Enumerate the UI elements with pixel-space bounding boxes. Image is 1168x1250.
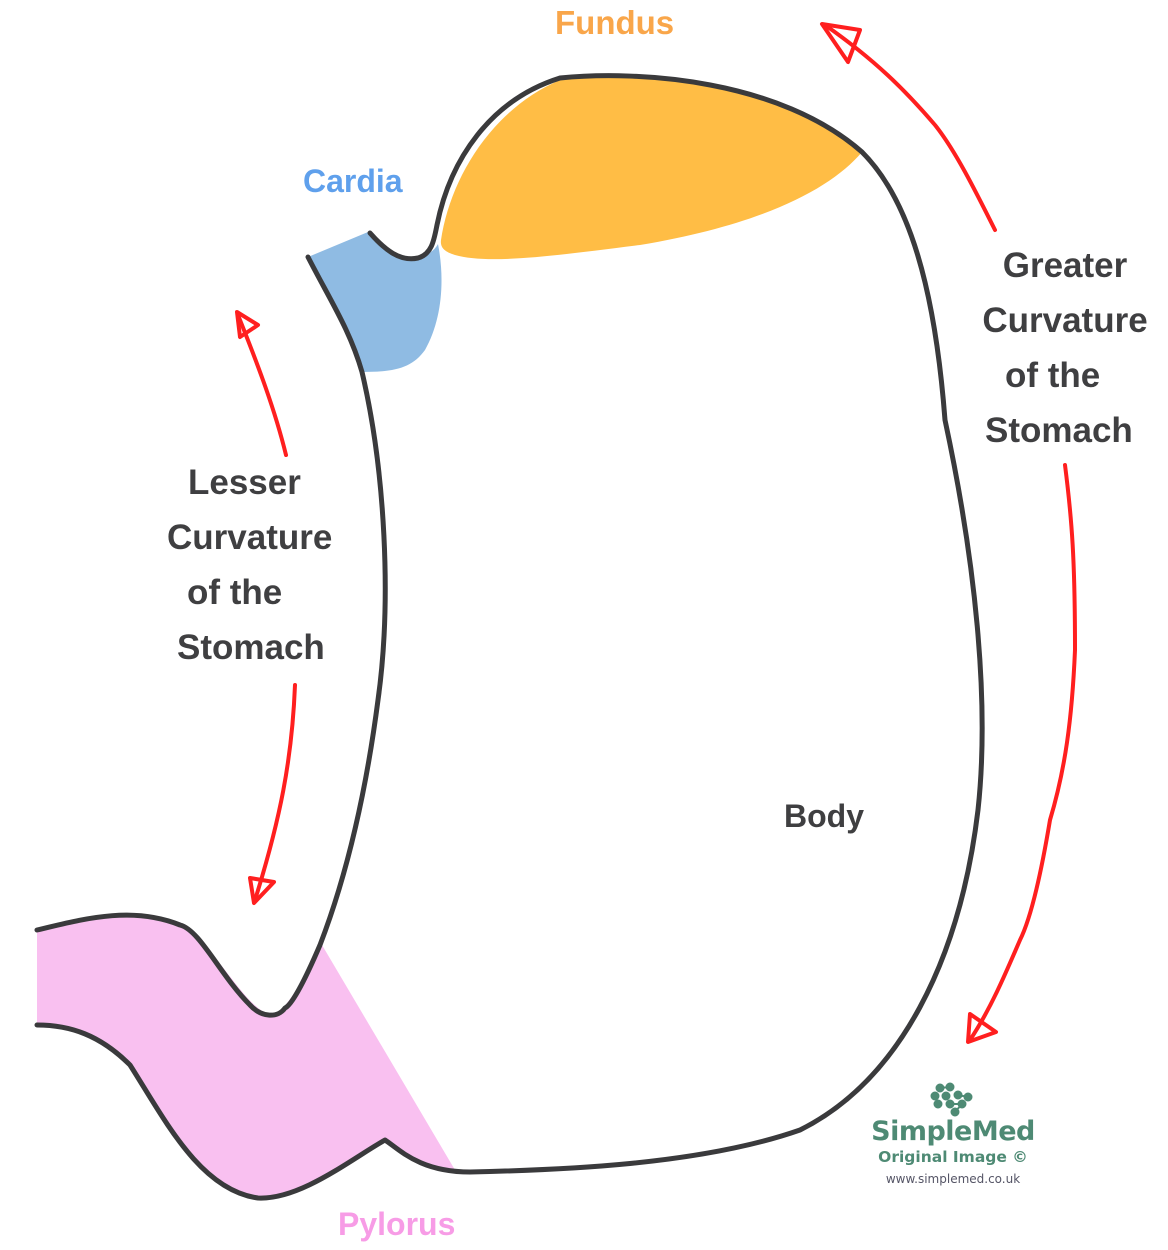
- pylorus-label: Pylorus: [338, 1206, 456, 1242]
- molecule-dots-icon: [930, 1082, 973, 1117]
- lesser-curvature-line-4: Stomach: [177, 628, 325, 667]
- greater-curvature-line-1: Greater: [1002, 246, 1128, 285]
- brand-subtitle: Original Image ©: [878, 1148, 1028, 1166]
- arrowhead-up-left-icon: [235, 310, 260, 339]
- fundus-label: Fundus: [555, 4, 675, 41]
- lesser-curvature-label: Lesser Curvature of the Stomach: [165, 455, 360, 675]
- brand-name: SimpleMed: [871, 1116, 1035, 1147]
- cardia-label: Cardia: [303, 163, 403, 199]
- lesser-curvature-line-1: Lesser: [188, 463, 301, 502]
- simplemed-watermark: SimpleMed Original Image © www.simplemed…: [858, 1080, 1048, 1186]
- greater-curvature-line-4: Stomach: [985, 411, 1133, 450]
- greater-curvature-label: Greater Curvature of the Stomach: [970, 238, 1160, 458]
- stomach-outline: [34, 73, 985, 1201]
- lesser-curvature-arrow-up: [236, 313, 288, 457]
- fundus-region: [440, 76, 862, 260]
- greater-curvature-line-3: of the: [1005, 356, 1101, 395]
- greater-curvature-arrow-up: [823, 23, 997, 232]
- arrowhead-down-left-icon: [248, 876, 276, 905]
- lesser-curvature-line-3: of the: [187, 573, 283, 612]
- greater-curvature-outline: [34, 73, 985, 1201]
- lesser-curvature-arrow-down: [253, 683, 297, 902]
- arrowhead-up-right-icon: [820, 22, 862, 64]
- brand-url: www.simplemed.co.uk: [885, 1172, 1021, 1186]
- pylorus-region: [37, 915, 455, 1199]
- greater-curvature-line-2: Curvature: [982, 301, 1148, 340]
- lesser-curvature-outline: [34, 254, 388, 1018]
- lesser-curvature-line-2: Curvature: [167, 518, 333, 557]
- greater-curvature-arrow-down: [968, 463, 1077, 1042]
- body-label: Body: [784, 798, 864, 834]
- arrowhead-down-right-icon: [966, 1012, 998, 1044]
- cardia-region: [308, 232, 442, 372]
